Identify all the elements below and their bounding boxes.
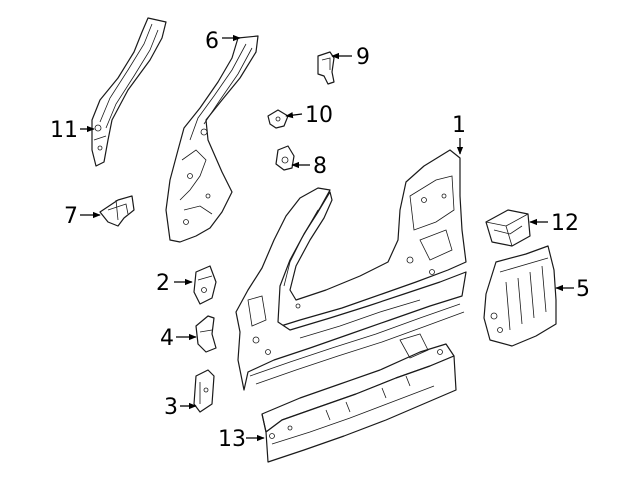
part-1-body-side bbox=[235, 149, 467, 391]
part-13-rocker bbox=[261, 333, 457, 463]
callout-labels: 1 2 3 4 5 6 7 8 9 10 11 12 13 bbox=[50, 29, 590, 452]
callout-3: 3 bbox=[164, 395, 178, 420]
part-7-bracket bbox=[99, 195, 135, 227]
part-9-bracket bbox=[317, 51, 335, 85]
part-8-bracket bbox=[275, 145, 295, 171]
callout-4: 4 bbox=[160, 326, 174, 351]
part-11-pillar bbox=[91, 17, 167, 167]
callout-7: 7 bbox=[64, 204, 78, 229]
callout-8: 8 bbox=[313, 154, 327, 179]
callout-6: 6 bbox=[205, 29, 219, 54]
part-6-pillar bbox=[165, 35, 259, 243]
callout-9: 9 bbox=[356, 45, 370, 70]
part-5-panel bbox=[483, 245, 557, 347]
callout-11: 11 bbox=[50, 118, 78, 143]
callout-12: 12 bbox=[551, 211, 579, 236]
part-10-clip bbox=[267, 109, 289, 129]
part-2-bracket bbox=[193, 265, 217, 305]
leader-10 bbox=[285, 112, 303, 119]
callout-2: 2 bbox=[156, 271, 170, 296]
part-4-bracket bbox=[195, 315, 217, 353]
part-3-plate bbox=[193, 369, 215, 413]
leader-arrows bbox=[80, 34, 574, 442]
part-12-box bbox=[485, 209, 531, 247]
callout-5: 5 bbox=[576, 277, 590, 302]
callout-13: 13 bbox=[218, 427, 246, 452]
callout-10: 10 bbox=[305, 103, 333, 128]
callout-1: 1 bbox=[452, 113, 466, 138]
